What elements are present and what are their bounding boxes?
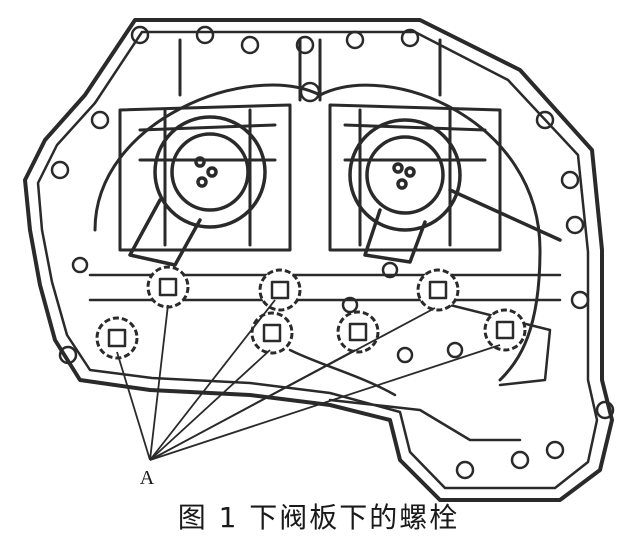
- housing-arc: [93, 83, 542, 382]
- bolt-2: [258, 268, 302, 312]
- bolt-3: [416, 268, 460, 312]
- callout-label-a: A: [140, 467, 155, 489]
- perimeter-holes: [50, 25, 615, 480]
- housing-outline: [23, 18, 614, 502]
- left-hub: [128, 115, 267, 267]
- bolt-7: [483, 308, 527, 352]
- bolt-6: [336, 310, 380, 354]
- rib-structure: [118, 38, 502, 252]
- figure-caption: 图 1 下阀板下的螺栓: [177, 501, 460, 534]
- right-hub: [348, 118, 562, 264]
- callout-bolts: [95, 265, 527, 360]
- bolt-5: [250, 311, 294, 355]
- leader-lines: [116, 299, 501, 461]
- bolt-1: [146, 265, 190, 309]
- bolt-4: [95, 316, 139, 360]
